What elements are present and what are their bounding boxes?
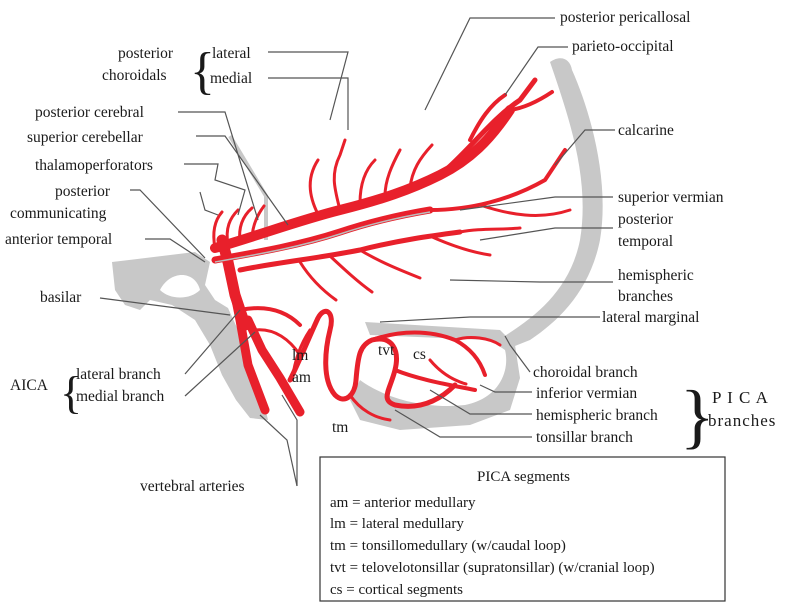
label-superior-cerebellar: superior cerebellar [27,129,144,146]
label-pica-branches-line1: P I C A [712,388,769,407]
legend-box [319,456,726,602]
legend-item-tm: tm = tonsillomedullary (w/caudal loop) [330,538,566,554]
label-thalamoperforators: thalamoperforators [35,157,153,174]
brace-choroidals: { [190,43,215,100]
label-posterior-cerebral: posterior cerebral [35,104,144,121]
brace-aica: { [60,367,82,418]
legend-item-tvt: tvt = telovelotonsillar (supratonsillar)… [330,560,655,576]
label-hemispheric-branches-line2: branches [618,288,673,305]
occipital-outline [498,58,603,351]
brace-pica-branches: } [680,376,715,456]
label-posterior-communicating-line2: communicating [10,205,107,222]
label-anterior-temporal: anterior temporal [5,231,112,248]
label-choroidal-medial: medial [210,70,252,87]
legend-item-lm: lm = lateral medullary [330,516,464,532]
label-vertebral-arteries: vertebral arteries [140,478,245,495]
brainstem-outline [112,252,268,420]
label-segment-lm: lm [292,347,308,364]
label-segment-cs: cs [413,346,426,363]
vertebral-artery-right [243,315,305,417]
label-lateral-marginal: lateral marginal [602,309,699,326]
label-tonsillar-branch: tonsillar branch [536,429,633,446]
legend-item-cs: cs = cortical segments [330,582,463,598]
label-parieto-occipital: parieto-occipital [572,38,674,55]
label-posterior-temporal-line2: temporal [618,233,673,250]
tentorium-outline [228,134,268,240]
label-hemispheric-branch: hemispheric branch [536,407,658,424]
label-posterior-choroidals-line1: posterior [118,45,174,62]
leader-lines [99,17,615,487]
label-choroidal-branch: choroidal branch [533,364,638,381]
label-posterior-choroidals-line2: choroidals [102,67,167,84]
label-aica-medial-branch: medial branch [76,388,164,405]
label-superior-vermian: superior vermian [618,189,724,206]
label-basilar: basilar [40,289,82,306]
label-inferior-vermian: inferior vermian [536,385,637,402]
label-hemispheric-branches-line1: hemispheric [618,267,694,284]
label-pica-branches-line2: branches [708,411,776,430]
label-segment-tm: tm [332,419,348,436]
label-segment-tvt: tvt [378,342,395,359]
label-segment-am: am [292,369,311,386]
label-aica: AICA [10,377,49,394]
legend-title: PICA segments [477,469,570,485]
label-calcarine: calcarine [618,122,674,139]
label-posterior-communicating-line1: posterior [55,183,111,200]
label-choroidal-lateral: lateral [212,45,251,62]
label-posterior-pericallosal: posterior pericallosal [560,9,690,26]
label-posterior-temporal-line1: posterior [618,211,674,228]
brainstem-hole [160,275,200,298]
tentorial-edge [214,211,431,263]
legend-item-am: am = anterior medullary [330,495,476,511]
label-aica-lateral-branch: lateral branch [76,366,161,383]
